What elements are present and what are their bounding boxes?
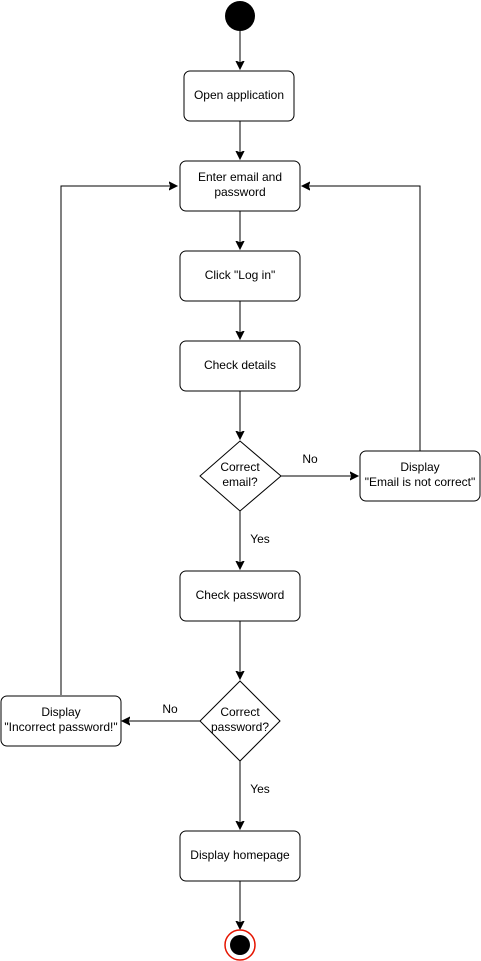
open-application-node: Open application (183, 70, 295, 122)
check-details-node: Check details (179, 340, 301, 392)
open-application-label: Open application (194, 88, 284, 102)
password-error-node: Display "Incorrect password!" (0, 695, 122, 747)
password-error-label-line2: "Incorrect password!" (4, 720, 117, 734)
password-yes-label: Yes (250, 782, 270, 796)
display-homepage-label: Display homepage (190, 848, 290, 862)
check-password-label: Check password (196, 588, 285, 602)
edges (60, 31, 421, 929)
email-error-node: Display "Email is not correct" (359, 450, 481, 502)
email-error-label-line2: "Email is not correct" (365, 475, 476, 489)
password-decision-label-line1: Correct (220, 705, 260, 719)
email-decision-node: Correct email? (199, 440, 282, 512)
email-decision-label-line1: Correct (220, 460, 260, 474)
password-decision-node: Correct password? (199, 680, 281, 762)
click-login-node: Click "Log in" (179, 250, 301, 302)
email-error-label-line1: Display (400, 460, 439, 474)
check-details-label: Check details (204, 358, 276, 372)
email-no-label: No (302, 452, 318, 466)
click-login-label: Click "Log in" (205, 268, 276, 282)
password-no-label: No (162, 702, 178, 716)
enter-credentials-label-line1: Enter email and (198, 170, 282, 184)
enter-credentials-node: Enter email and password (179, 160, 301, 212)
edge-password-error-loop (60, 186, 177, 695)
check-password-node: Check password (179, 570, 301, 622)
enter-credentials-label-line2: password (214, 185, 265, 199)
edge-email-error-loop (302, 186, 421, 451)
password-decision-label-line2: password? (211, 720, 269, 734)
password-error-label-line1: Display (41, 705, 80, 719)
end-node (224, 929, 256, 961)
edge-labels: No Yes No Yes (162, 452, 318, 796)
email-yes-label: Yes (250, 532, 270, 546)
email-decision-label-line2: email? (222, 475, 258, 489)
start-node (225, 1, 255, 31)
display-homepage-node: Display homepage (179, 830, 301, 882)
